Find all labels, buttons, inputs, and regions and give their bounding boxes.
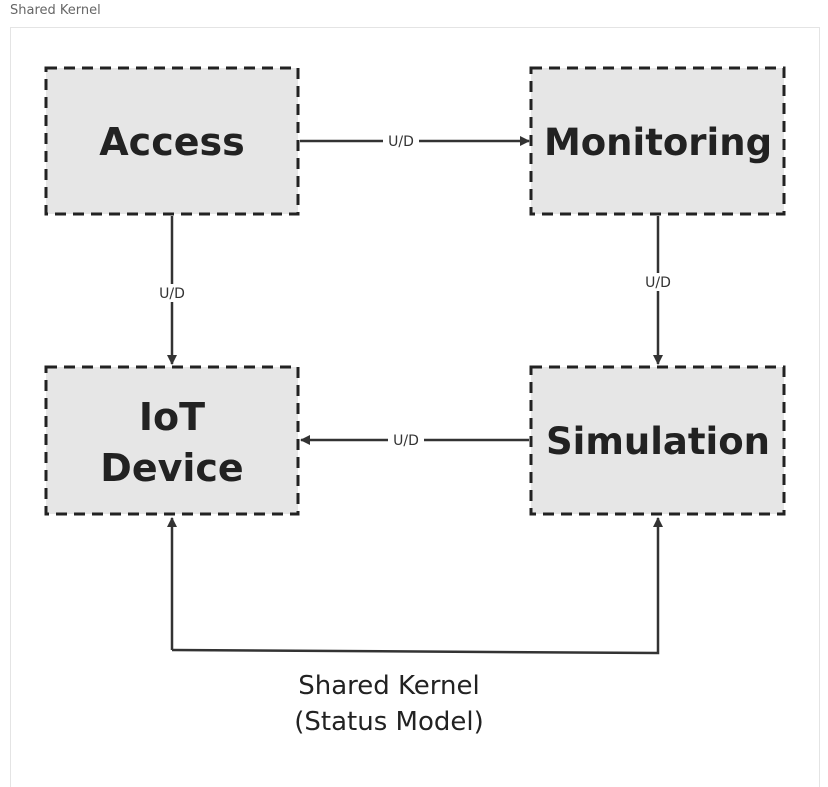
edge-label-monitoring-simulation: U/D xyxy=(645,275,671,291)
edge-label-simulation-iot: U/D xyxy=(393,433,419,449)
shared-kernel-label-line1: Shared Kernel xyxy=(298,671,479,701)
shared-kernel-connector xyxy=(167,517,663,655)
diagram-frame xyxy=(10,27,820,787)
edge-label-access-monitoring: U/D xyxy=(388,134,414,150)
access-box[interactable]: Access xyxy=(44,66,300,216)
context-map-diagram: Access Monitoring IoT Device Simulation … xyxy=(44,66,786,737)
iot-label-line2: Device xyxy=(100,446,243,490)
edge-access-monitoring: U/D xyxy=(300,132,530,150)
simulation-label: Simulation xyxy=(546,420,770,463)
simulation-box[interactable]: Simulation xyxy=(529,365,786,516)
iot-label-line1: IoT xyxy=(139,395,205,439)
diagram-caption: Shared Kernel xyxy=(10,3,101,18)
edge-monitoring-simulation: U/D xyxy=(640,216,676,365)
edge-simulation-iot: U/D xyxy=(300,431,529,449)
monitoring-label: Monitoring xyxy=(544,121,772,164)
access-label: Access xyxy=(99,120,244,164)
shared-kernel-label-line2: (Status Model) xyxy=(294,707,483,737)
iot-device-box[interactable]: IoT Device xyxy=(44,365,300,516)
edge-access-iot: U/D xyxy=(154,216,190,365)
monitoring-box[interactable]: Monitoring xyxy=(529,66,786,216)
edge-label-access-iot: U/D xyxy=(159,286,185,302)
